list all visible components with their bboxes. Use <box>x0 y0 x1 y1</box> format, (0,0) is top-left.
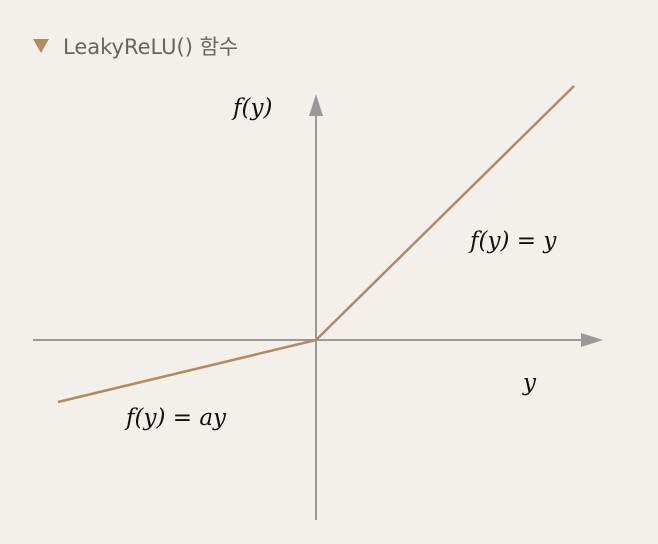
x-axis-label: y <box>522 370 537 396</box>
positive-slope-line <box>315 85 575 341</box>
page-title: LeakyReLU() 함수 <box>63 35 239 59</box>
negative-slope-line <box>57 338 317 404</box>
y-axis-label: f(y) <box>231 95 272 121</box>
negative-region-label: f(y) = ay <box>124 405 227 431</box>
x-axis-arrow-icon <box>581 333 603 347</box>
y-axis-arrow-icon <box>309 94 323 116</box>
triangle-down-icon <box>33 39 49 53</box>
title-bar: LeakyReLU() 함수 <box>33 31 238 61</box>
positive-region-label: f(y) = y <box>468 228 557 254</box>
